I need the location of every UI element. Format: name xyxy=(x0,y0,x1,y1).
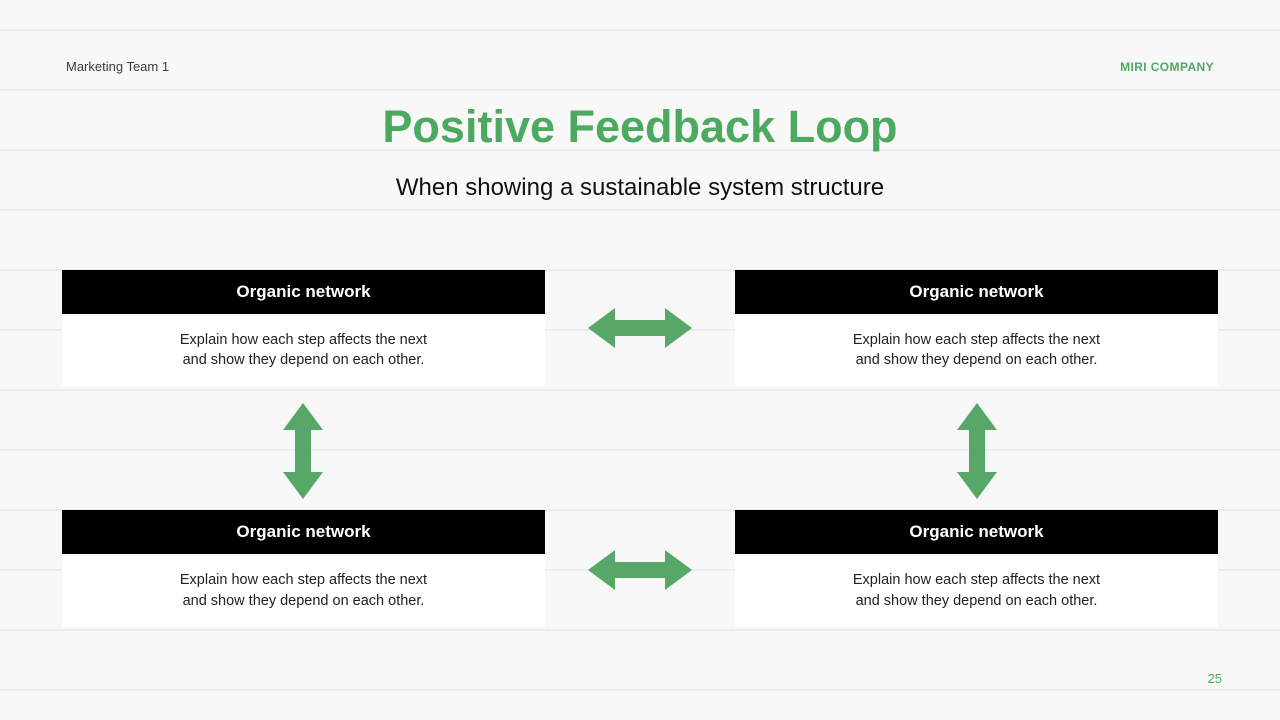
double-arrow-vertical-icon xyxy=(283,403,323,499)
card-top-left: Organic network Explain how each step af… xyxy=(62,270,545,386)
double-arrow-horizontal-icon xyxy=(588,550,692,590)
card-body-line: Explain how each step affects the next xyxy=(179,331,428,348)
card-heading: Organic network xyxy=(735,510,1218,554)
double-arrow-horizontal-icon xyxy=(588,308,692,348)
card-heading: Organic network xyxy=(62,510,545,554)
card-body-text: Explain how each step affects the next a… xyxy=(735,314,1218,386)
card-heading: Organic network xyxy=(62,270,545,314)
slide-subtitle: When showing a sustainable system struct… xyxy=(395,174,885,201)
double-arrow-vertical-icon xyxy=(957,403,997,499)
card-body-text: Explain how each step affects the next a… xyxy=(735,554,1218,627)
card-top-right: Organic network Explain how each step af… xyxy=(735,270,1218,386)
card-body-line: and show they depend on each other. xyxy=(182,352,425,368)
card-body-line: Explain how each step affects the next xyxy=(852,572,1101,588)
card-body-line: and show they depend on each other. xyxy=(182,592,425,609)
card-body-text: Explain how each step affects the next a… xyxy=(62,554,545,627)
card-body-line: and show they depend on each other. xyxy=(855,592,1098,609)
card-heading: Organic network xyxy=(735,270,1218,314)
card-body-line: Explain how each step affects the next xyxy=(852,331,1101,348)
card-body-line: Explain how each step affects the next xyxy=(179,572,428,588)
team-label: Marketing Team 1 xyxy=(66,59,170,74)
slide-title: Positive Feedback Loop xyxy=(382,101,898,152)
card-body-text: Explain how each step affects the next a… xyxy=(62,314,545,386)
card-bottom-right: Organic network Explain how each step af… xyxy=(735,510,1218,627)
page-number: 25 xyxy=(1207,671,1222,686)
card-bottom-left: Organic network Explain how each step af… xyxy=(62,510,545,627)
company-brand-label: MIRI COMPANY xyxy=(1120,60,1214,74)
card-body-line: and show they depend on each other. xyxy=(855,352,1098,368)
